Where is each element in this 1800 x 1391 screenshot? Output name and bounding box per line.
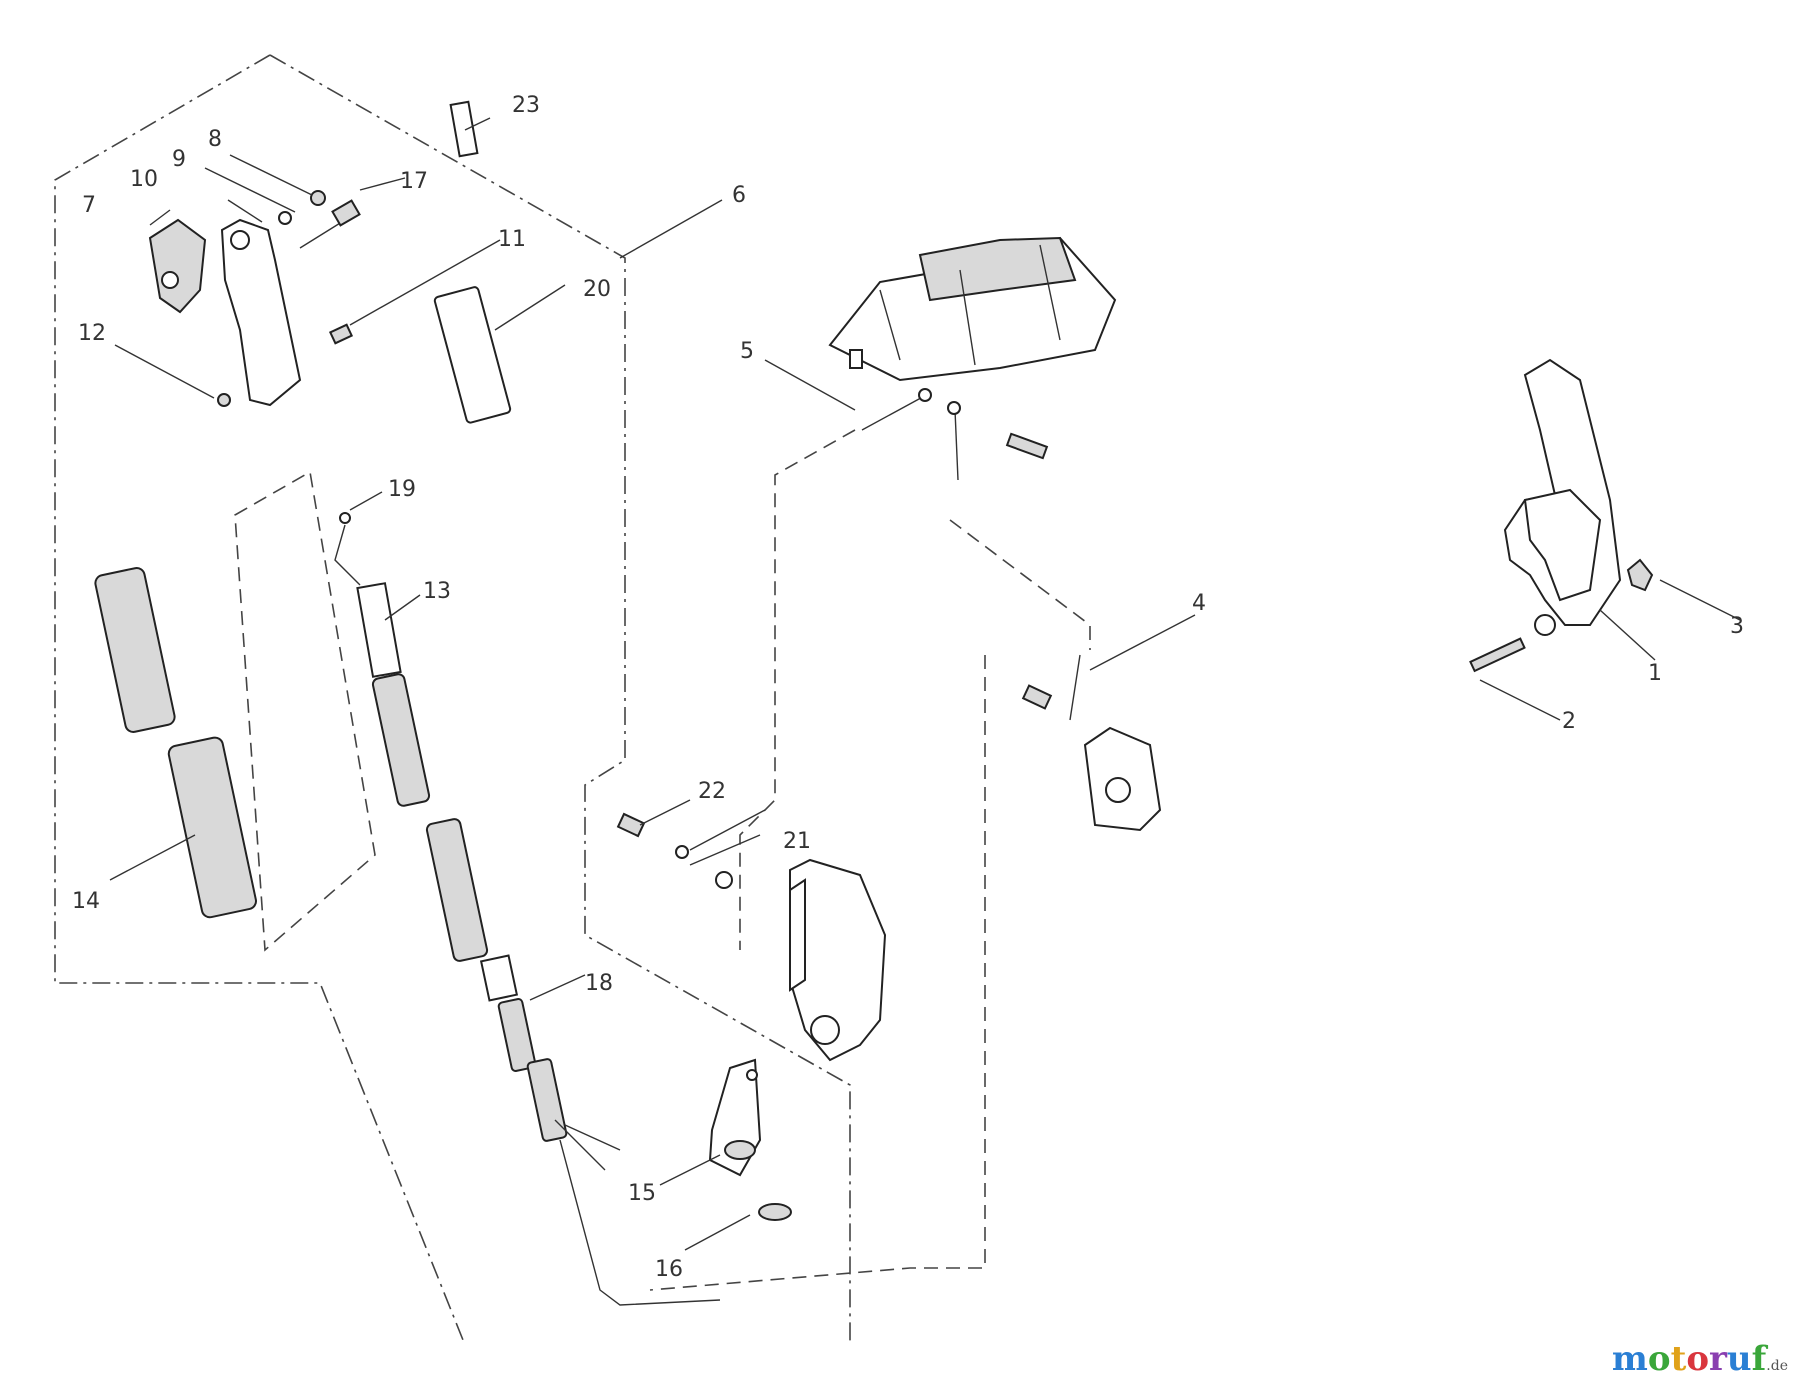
watermark-letter: o (1686, 1339, 1709, 1379)
callout-19: 19 (388, 477, 416, 502)
callout-6: 6 (732, 183, 746, 208)
bracket-cover (789, 858, 887, 1062)
callout-7: 7 (82, 193, 96, 218)
callout-20: 20 (583, 277, 611, 302)
conduit-14 (94, 567, 257, 919)
callout-11: 11 (498, 227, 526, 252)
cable-routing-line (649, 429, 986, 1291)
lever-15 (708, 1058, 762, 1177)
callout-4: 4 (1192, 591, 1206, 616)
throttle-handle-10 (220, 218, 302, 407)
watermark-letter: t (1670, 1339, 1687, 1379)
nut-8 (310, 190, 326, 206)
decal-23 (449, 100, 479, 158)
watermark-letter: u (1726, 1339, 1752, 1379)
ring-16 (758, 1203, 792, 1221)
callout-8: 8 (208, 127, 222, 152)
watermark-letter: f (1751, 1339, 1767, 1379)
rod-5 (861, 388, 1049, 481)
callout-3: 3 (1730, 614, 1744, 639)
choke-link-line (949, 519, 1091, 650)
callout-2: 2 (1562, 709, 1576, 734)
callout-5: 5 (740, 339, 754, 364)
watermark-tld: .de (1766, 1358, 1788, 1374)
callout-22: 22 (698, 779, 726, 804)
washer-9 (278, 211, 292, 225)
bolt-2 (1469, 637, 1526, 673)
callout-23: 23 (512, 93, 540, 118)
callout-9: 9 (172, 147, 186, 172)
watermark-letter: r (1709, 1339, 1727, 1379)
carburetor-4 (1021, 654, 1162, 832)
screw-11 (328, 323, 354, 345)
callout-18: 18 (585, 971, 613, 996)
nut-12 (217, 393, 231, 407)
watermark-letter: m (1611, 1339, 1648, 1379)
hose-group-line (234, 470, 376, 952)
wing-nut-3 (1626, 558, 1654, 592)
callout-21: 21 (783, 829, 811, 854)
callout-17: 17 (400, 169, 428, 194)
throttle-trigger-7 (148, 218, 207, 314)
callout-12: 12 (78, 321, 106, 346)
callout-1: 1 (1648, 661, 1662, 686)
engine-shroud (828, 236, 1117, 382)
callout-15: 15 (628, 1181, 656, 1206)
callout-10: 10 (130, 167, 158, 192)
callout-13: 13 (423, 579, 451, 604)
cable-end-18 (554, 1119, 621, 1171)
watermark-letter: o (1647, 1339, 1671, 1379)
watermark-logo: motoruf.de (1612, 1339, 1788, 1379)
grip-20 (433, 286, 512, 424)
lever-handle-1 (1503, 358, 1622, 636)
assembly-boundary-6 (54, 54, 851, 1346)
watermark-name: motoruf (1612, 1339, 1766, 1379)
callout-14: 14 (72, 889, 100, 914)
hardware-22-21 (616, 809, 766, 889)
callout-16: 16 (655, 1257, 683, 1282)
switch-17 (299, 199, 361, 249)
throttle-cable-13 (334, 512, 721, 1306)
leader-lines (109, 117, 1741, 1251)
